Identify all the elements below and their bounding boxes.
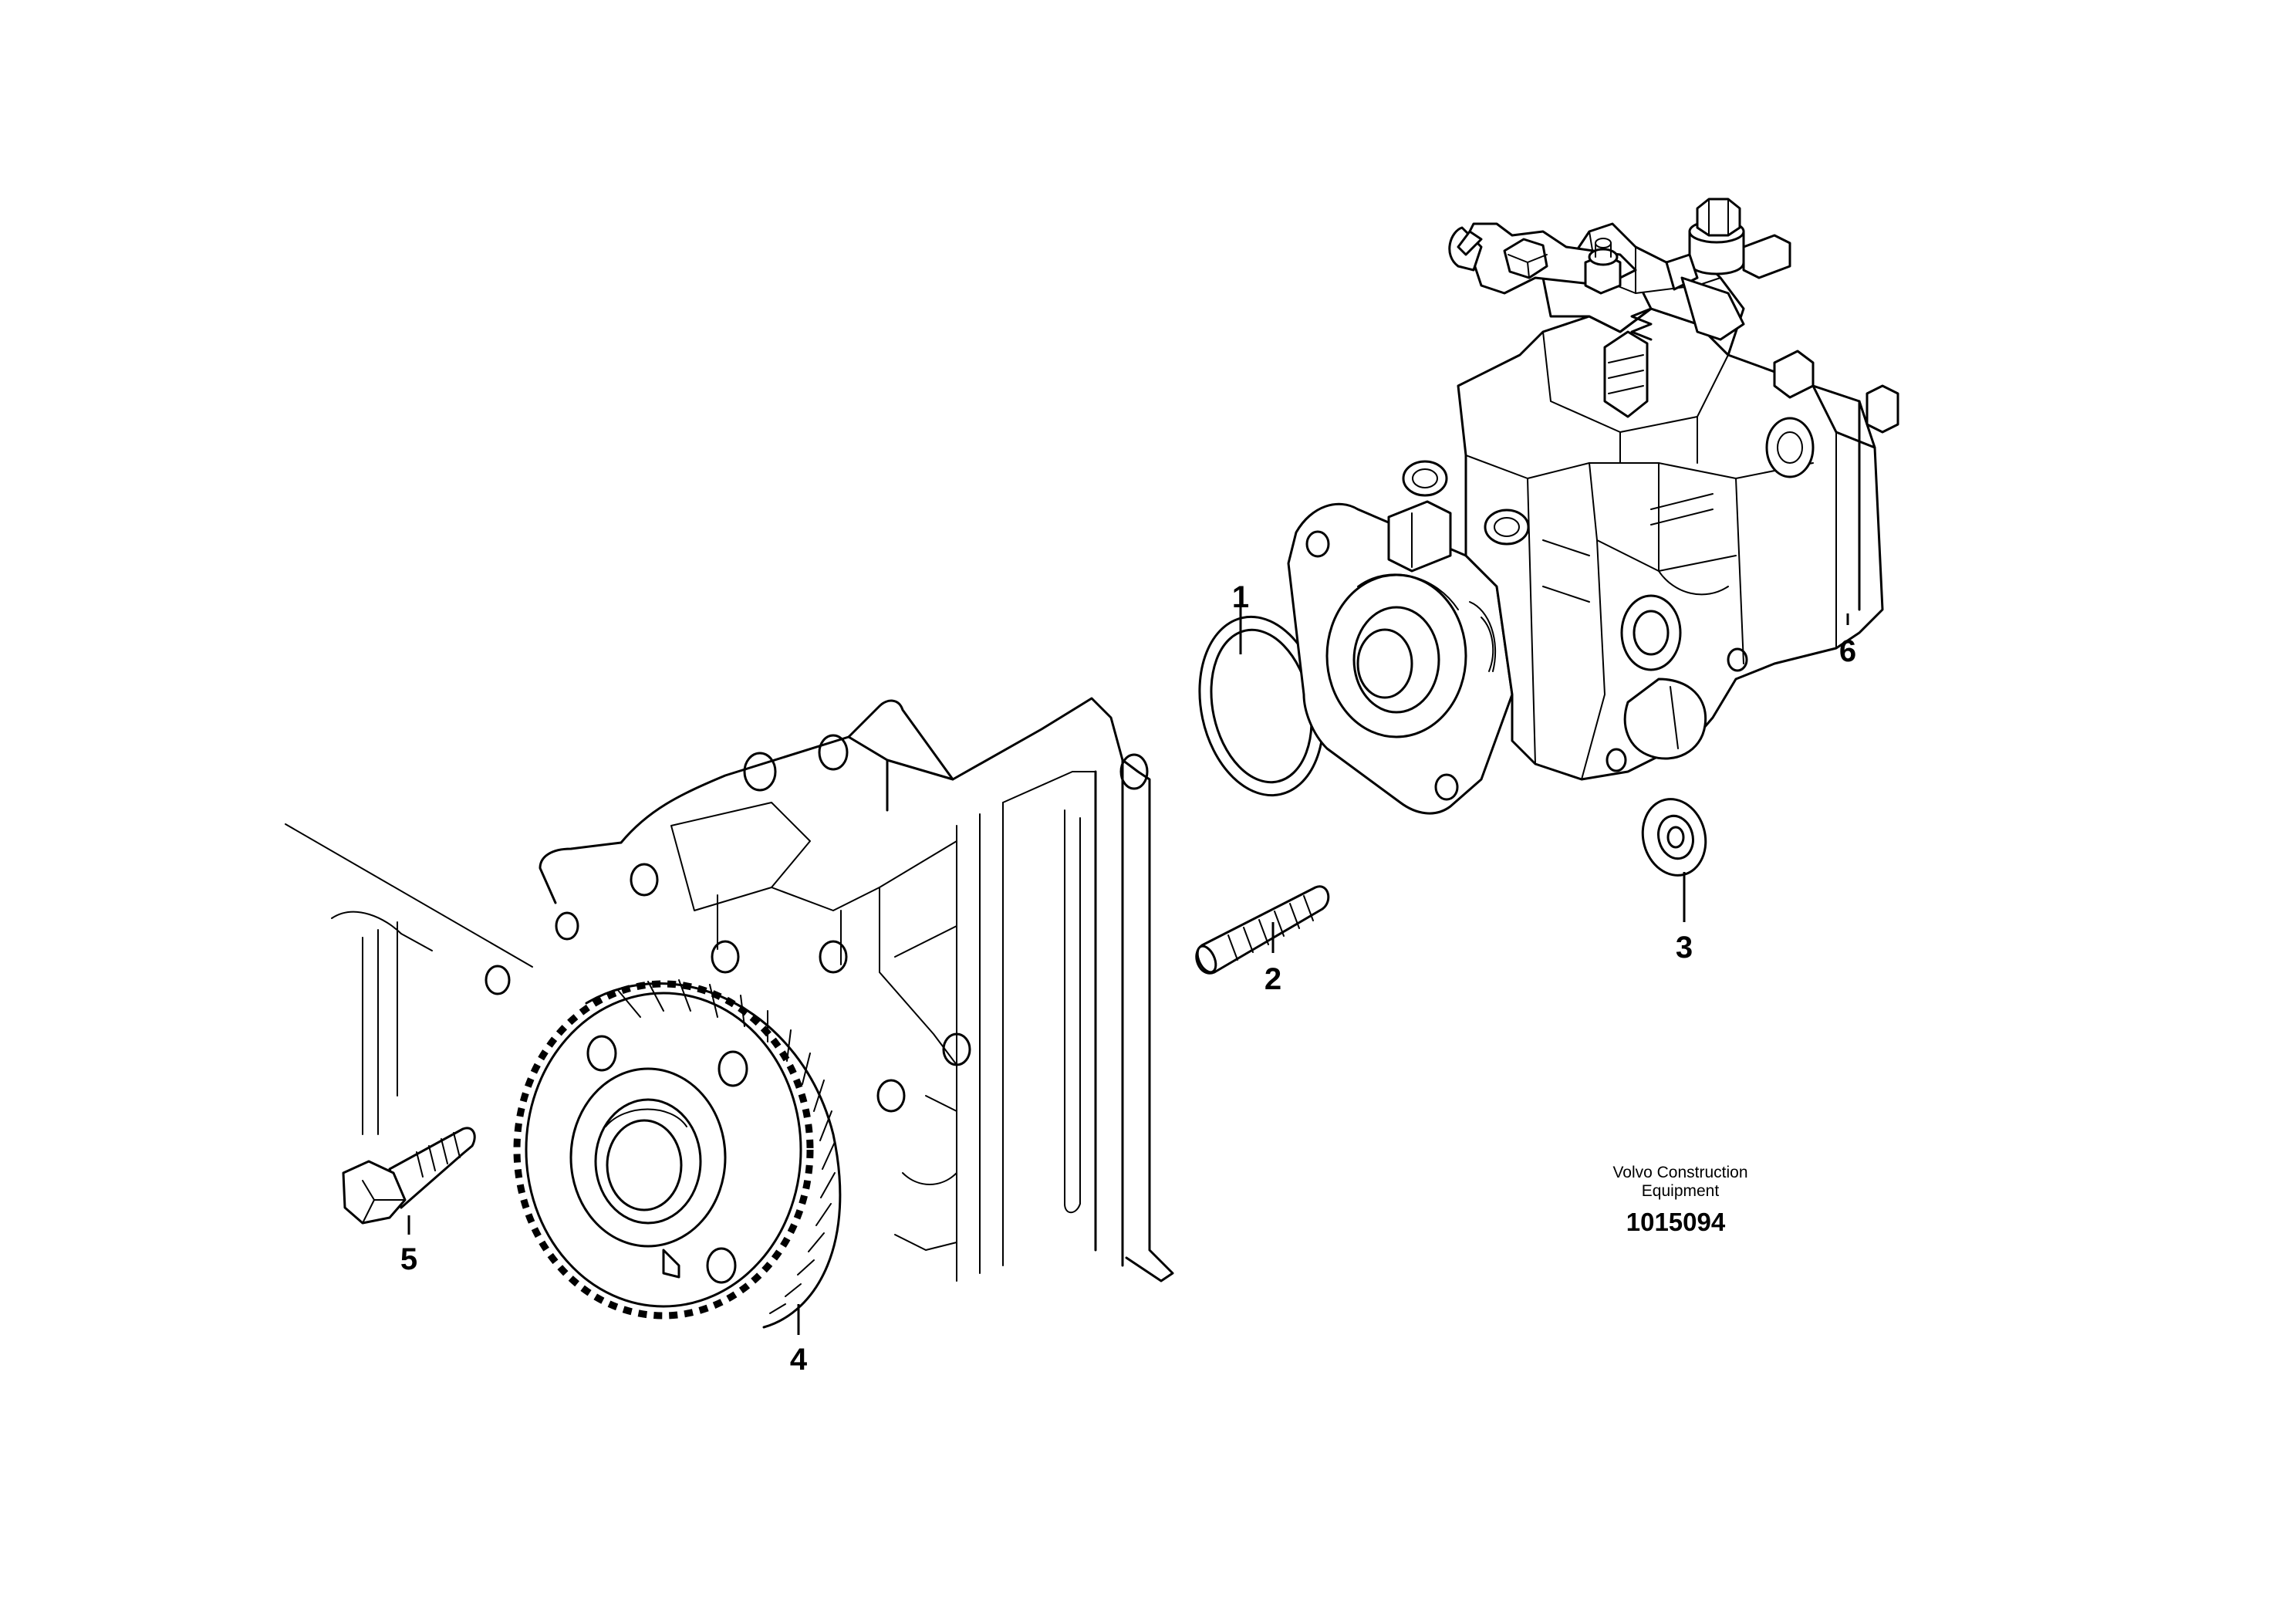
brand-line-1: Volvo Construction	[1612, 1164, 1747, 1181]
leader-lines	[407, 606, 1849, 1335]
gear-part-4	[513, 979, 842, 1329]
callout-5: 5	[400, 1242, 417, 1276]
callout-labels: 1 2 3 4 5 6	[400, 580, 1856, 1377]
callout-2: 2	[1264, 962, 1281, 996]
flange-nut-part-3	[1641, 798, 1707, 877]
engine-timing-housing	[285, 697, 1174, 1282]
stud-part-2	[1195, 885, 1330, 975]
callout-4: 4	[790, 1343, 808, 1377]
callout-6: 6	[1839, 634, 1856, 668]
callout-3: 3	[1676, 931, 1693, 965]
drawing-number: 1015094	[1626, 1208, 1726, 1236]
callout-1: 1	[1232, 580, 1249, 614]
brand-line-2: Equipment	[1642, 1182, 1720, 1200]
drawing-watermark: Volvo Construction Equipment 1015094	[1612, 1164, 1747, 1236]
hex-bolt-part-5	[342, 1127, 476, 1225]
injection-pump-part-6	[1287, 198, 1899, 815]
